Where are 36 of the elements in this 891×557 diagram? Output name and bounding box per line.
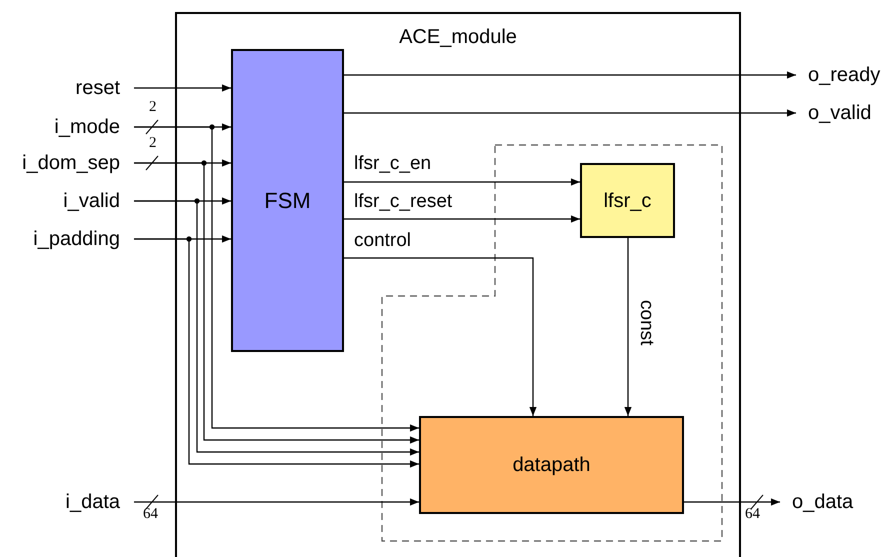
signal-arrow: [624, 238, 632, 416]
signal-arrow: [344, 257, 537, 416]
signal-name: o_ready: [796, 62, 891, 88]
signal-name: i_valid: [0, 188, 134, 214]
module-boundary: [175, 12, 741, 557]
signal-arrow: [134, 84, 231, 92]
signal-arrow: [134, 238, 419, 468]
datapath-block: [419, 416, 684, 514]
signal-name: o_data: [780, 489, 891, 515]
bus-width-label: 64: [143, 507, 158, 522]
edge-label: lfsr_c_reset: [354, 192, 452, 211]
block-label: FSM: [264, 187, 311, 215]
edge-label: lfsr_c_en: [354, 154, 432, 173]
signal-name: i_mode: [0, 114, 134, 140]
signal-arrow: [134, 200, 419, 456]
signal-arrow: [344, 215, 580, 223]
signal-arrow: [684, 498, 780, 506]
signal-name: reset: [0, 75, 134, 101]
fsm-block: [231, 49, 344, 352]
signal-arrow: [344, 178, 580, 186]
signal-name: i_dom_sep: [0, 150, 134, 176]
block-label: lfsr_c: [604, 188, 652, 214]
signal-arrow: [134, 126, 419, 432]
signal-name: o_valid: [796, 100, 891, 126]
signal-name: i_padding: [0, 226, 134, 252]
module-title: ACE_module: [398, 25, 518, 50]
signal-arrow: [344, 71, 796, 79]
signal-name: i_data: [0, 489, 134, 515]
block-label: datapath: [512, 453, 590, 478]
lfsr-block: [580, 163, 675, 238]
bus-width-label: 2: [149, 136, 156, 151]
bus-width-label: 2: [149, 100, 156, 115]
signal-arrow: [344, 109, 796, 117]
signal-arrow: [134, 162, 419, 444]
signal-arrow: [134, 498, 419, 506]
bus-width-label: 64: [745, 507, 760, 522]
